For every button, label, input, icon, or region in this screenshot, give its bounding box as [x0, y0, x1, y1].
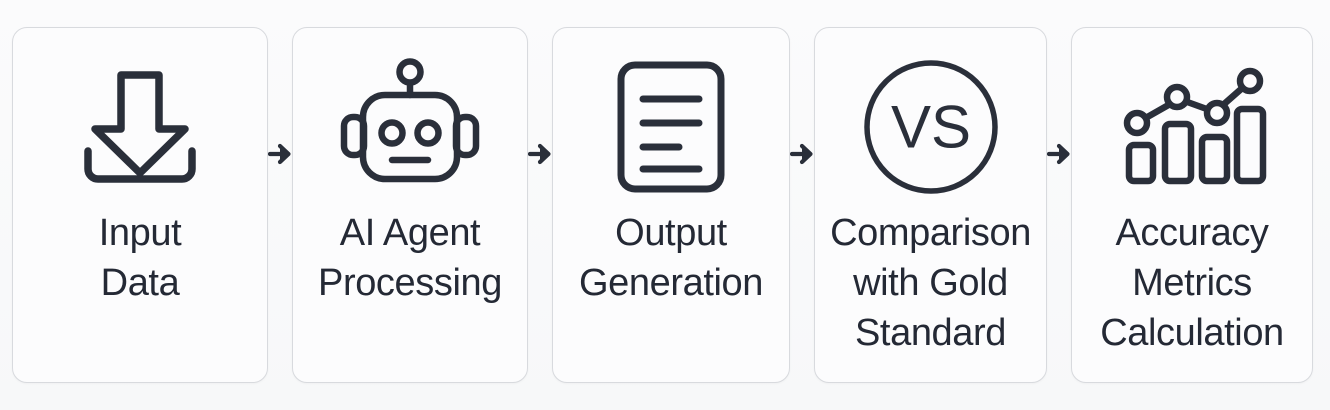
flow-step-ai-agent-processing[interactable]: AI Agent Processing	[292, 27, 528, 383]
robot-head-icon	[335, 52, 485, 202]
flow-step-comparison-gold-standard[interactable]: VS Comparison with Gold Standard	[814, 27, 1047, 383]
flow-step-label: Input Data	[98, 212, 182, 304]
download-tray-icon	[74, 52, 206, 202]
flow-step-accuracy-metrics[interactable]: Accuracy Metrics Calculation	[1071, 27, 1313, 383]
bar-line-chart-icon	[1117, 52, 1267, 202]
flow-connector-1	[268, 27, 292, 383]
flow-step-label: Comparison with Gold Standard	[830, 212, 1031, 354]
flow-connector-3	[790, 27, 814, 383]
flow-step-input-data[interactable]: Input Data	[12, 27, 268, 383]
flow-step-output-generation[interactable]: Output Generation	[552, 27, 790, 383]
versus-circle-icon: VS	[860, 52, 1002, 202]
versus-label: VS	[890, 94, 970, 161]
flow-connector-2	[528, 27, 552, 383]
flow-connector-4	[1047, 27, 1071, 383]
document-lines-icon	[613, 52, 729, 202]
flow-step-label: Output Generation	[578, 212, 763, 304]
flow-step-label: AI Agent Processing	[318, 212, 502, 304]
flow-step-label: Accuracy Metrics Calculation	[1100, 212, 1284, 354]
